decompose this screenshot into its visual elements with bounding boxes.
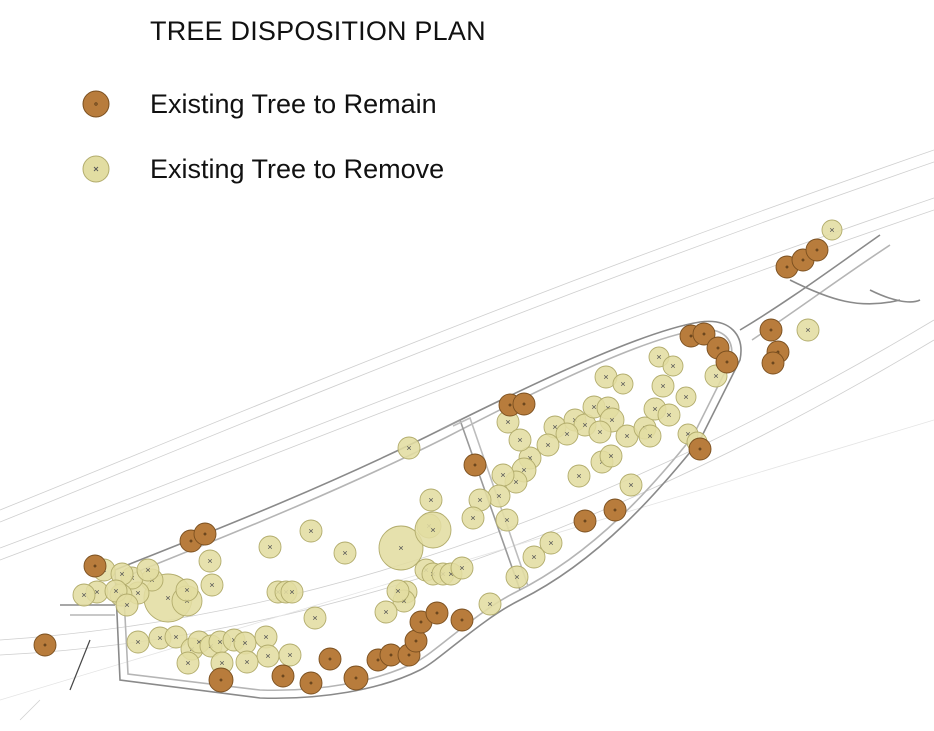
legend-item-remove: Existing Tree to Remove [82,154,444,184]
tree-to-remove-marker [508,428,532,452]
tree-remove-icon [82,155,110,183]
tree-to-remove-marker [374,600,398,624]
trees-to-remain-layer [33,238,829,695]
tree-to-remove-marker [72,583,96,607]
tree-to-remain-marker [463,453,487,477]
tree-to-remove-marker [619,473,643,497]
tree-to-remove-marker [235,650,259,674]
legend-label-remain: Existing Tree to Remain [150,88,437,119]
tree-to-remove-marker [303,606,327,630]
tree-to-remove-marker [397,436,421,460]
tree-to-remove-marker [450,556,474,580]
tree-to-remain-marker [805,238,829,262]
tree-to-remain-marker [573,509,597,533]
tree-to-remove-marker [796,318,820,342]
tree-to-remove-marker [536,433,560,457]
tree-to-remove-marker [299,519,323,543]
tree-to-remain-marker [271,664,295,688]
tree-to-remove-marker [126,630,150,654]
tree-to-remove-marker [675,386,697,408]
tree-to-remove-marker [198,549,222,573]
tree-to-remain-marker [193,522,217,546]
tree-to-remain-marker [343,665,369,691]
tree-to-remove-marker [567,464,591,488]
tree-to-remove-marker [280,580,304,604]
tree-to-remove-marker [555,422,579,446]
tree-to-remove-marker [386,579,410,603]
tree-to-remove-marker [419,488,443,512]
tree-to-remove-marker [495,508,519,532]
tree-to-remove-marker [115,593,139,617]
trees-to-remove-layer [72,219,843,675]
tree-to-remove-marker [588,420,612,444]
tree-to-remove-marker [821,219,843,241]
tree-to-remove-marker [638,424,662,448]
tree-to-remove-marker [414,511,452,549]
tree-to-remove-marker [657,403,681,427]
tree-to-remain-marker [688,437,712,461]
legend-item-remain: Existing Tree to Remain [82,89,437,119]
tree-to-remain-marker [404,629,428,653]
tree-to-remove-marker [487,484,511,508]
tree-to-remove-marker [612,373,634,395]
tree-to-remove-marker [539,531,563,555]
tree-to-remove-marker [599,444,623,468]
tree-to-remove-marker [175,578,199,602]
tree-to-remain-marker [83,554,107,578]
tree-to-remain-marker [318,647,342,671]
tree-to-remain-marker [715,350,739,374]
tree-to-remain-marker [692,322,716,346]
tree-to-remove-marker [176,651,200,675]
tree-to-remove-marker [522,545,546,569]
tree-to-remain-marker [603,498,627,522]
tree-to-remove-marker [136,558,160,582]
tree-to-remain-marker [759,318,783,342]
legend-label-remove: Existing Tree to Remove [150,153,445,184]
tree-to-remain-marker [450,608,474,632]
tree-remain-icon [82,90,110,118]
tree-to-remove-marker [278,643,302,667]
tree-to-remain-marker [425,601,449,625]
tree-to-remove-marker [254,625,278,649]
tree-to-remove-marker [662,355,684,377]
tree-to-remove-marker [461,506,485,530]
tree-to-remove-marker [110,562,134,586]
tree-to-remain-marker [299,671,323,695]
tree-to-remove-marker [200,573,224,597]
tree-to-remove-marker [233,631,257,655]
tree-to-remain-marker [208,667,234,693]
tree-to-remove-marker [378,525,424,571]
tree-to-remove-marker [651,374,675,398]
tree-to-remove-marker [258,535,282,559]
tree-to-remove-marker [491,463,515,487]
plan-title: TREE DISPOSITION PLAN [150,16,486,46]
tree-to-remove-marker [164,625,188,649]
tree-to-remove-marker [478,592,502,616]
tree-to-remain-marker [33,633,57,657]
tree-to-remain-marker [761,351,785,375]
tree-to-remove-marker [333,541,357,565]
tree-to-remove-marker [256,644,280,668]
tree-to-remove-marker [468,488,492,512]
tree-to-remain-marker [512,392,536,416]
park-boundary-paths [60,234,921,700]
tree-to-remove-marker [505,565,529,589]
